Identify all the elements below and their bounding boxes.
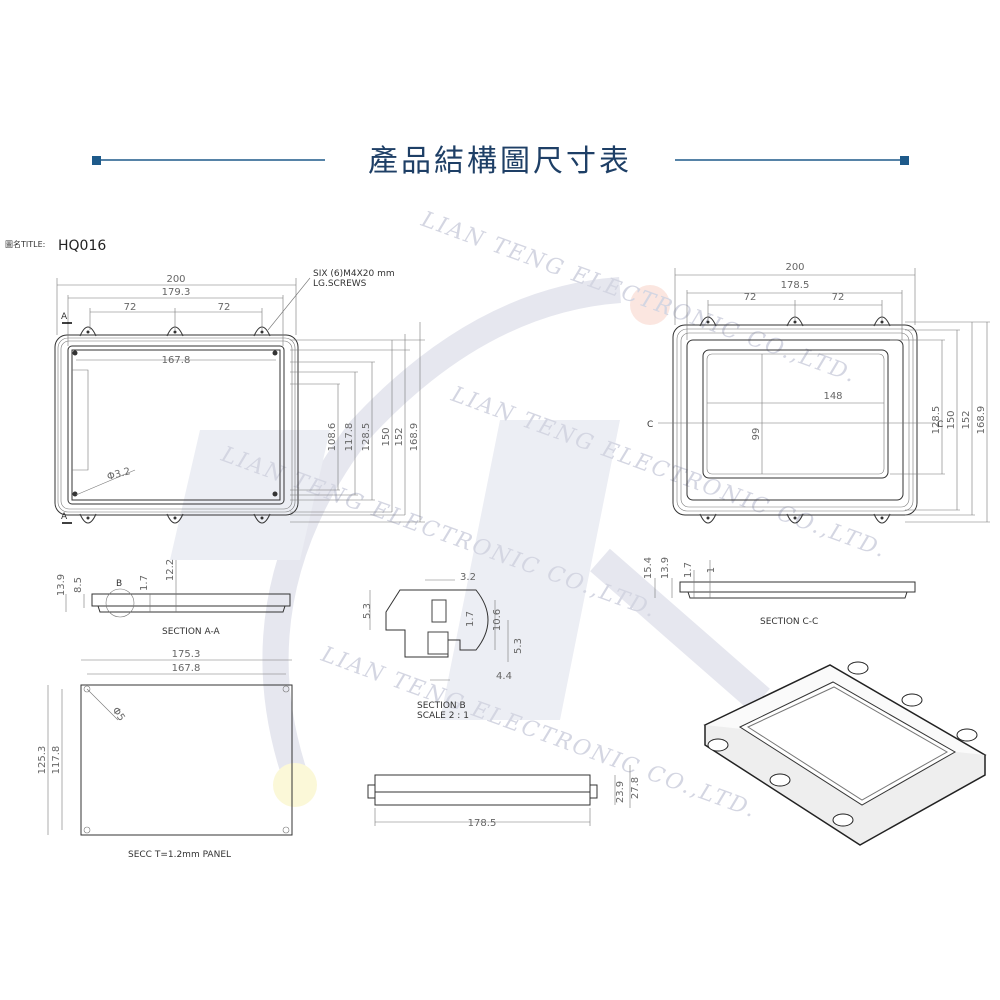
section-label: SECTION C-C	[760, 617, 818, 627]
section-mark: A	[61, 312, 68, 322]
dim-label: 3.2	[460, 572, 476, 583]
dim-label: 1.7	[465, 611, 476, 627]
dim-label: 5.3	[513, 638, 524, 654]
screw-note: SIX (6)M4X20 mm	[313, 269, 395, 279]
section-a-a: 13.9 8.5 B 1.7 12.2 SECTION A-A	[56, 559, 291, 637]
page-title: 產品結構圖尺寸表	[368, 144, 632, 179]
dim-label: 128.5	[361, 423, 372, 452]
top-view: 200 179.3 72 72 167.8 108.6 117.8 128.5 …	[54, 269, 425, 524]
dim-label: 150	[381, 427, 392, 446]
dim-label: 200	[785, 262, 804, 273]
screw-note: LG.SCREWS	[313, 279, 367, 289]
dim-label: 152	[961, 410, 972, 429]
dim-label: 200	[166, 274, 185, 285]
dim-label: 167.8	[162, 355, 191, 366]
dim-label: 8.5	[73, 577, 84, 593]
section-label: SECTION A-A	[162, 627, 221, 637]
section-mark: A	[61, 512, 68, 522]
hole-dim: Φ5	[110, 705, 127, 723]
isometric-view	[703, 661, 987, 846]
dim-label: 178.5	[468, 818, 497, 829]
dim-label: 99	[751, 428, 762, 441]
hole-dim: Φ3.2	[106, 466, 132, 483]
page-header: 產品結構圖尺寸表	[92, 144, 909, 179]
scale-label: SCALE 2 : 1	[417, 711, 469, 721]
dim-label: 13.9	[56, 574, 67, 596]
section-c-c: 15.4 13.9 1.7 1 SECTION C-C	[643, 557, 916, 627]
dim-label: 10.6	[492, 609, 503, 631]
section-mark: C	[647, 420, 653, 430]
dim-label: 168.9	[976, 406, 987, 435]
dim-label: 117.8	[344, 423, 355, 452]
dim-label: 13.9	[660, 557, 671, 579]
dim-label: 1.7	[683, 562, 694, 578]
dim-label: 1	[706, 567, 717, 573]
dim-label: 175.3	[172, 649, 201, 660]
side-view: 178.5 23.9 27.8	[367, 765, 641, 829]
section-label: SECTION B	[417, 701, 466, 711]
dim-label: 72	[832, 292, 845, 303]
title-label: 圖名TITLE:	[5, 239, 45, 249]
dim-label: 150	[946, 410, 957, 429]
detail-mark: B	[116, 579, 122, 589]
dim-label: 23.9	[615, 781, 626, 803]
dim-label: 72	[124, 302, 137, 313]
dim-label: 1.7	[139, 575, 150, 591]
section-b: 3.2 5.3 1.7 10.6 5.3 4.4 SECTION B SCALE…	[362, 572, 524, 721]
panel-label: SECC T=1.2mm PANEL	[128, 850, 231, 860]
lid-view: 200 178.5 72 72 148 99 128.5 150 152 168…	[647, 262, 990, 524]
dim-label: 117.8	[51, 746, 62, 775]
dim-label: 148	[823, 391, 842, 402]
title-bullet-left	[92, 156, 101, 165]
section-mark: C	[937, 420, 943, 430]
dim-label: 167.8	[172, 663, 201, 674]
dim-label: 15.4	[643, 557, 654, 579]
dim-label: 4.4	[496, 671, 512, 682]
dim-label: 12.2	[165, 559, 176, 581]
title-bullet-right	[900, 156, 909, 165]
dim-label: 179.3	[162, 287, 191, 298]
dim-label: 152	[394, 427, 405, 446]
dim-label: 168.9	[409, 423, 420, 452]
dim-label: 128.5	[931, 406, 942, 435]
dim-label: 108.6	[327, 423, 338, 452]
dim-label: 72	[218, 302, 231, 313]
watermark-text: LIAN TENG ELECTRONIC CO.,LTD.	[417, 207, 860, 389]
dim-label: 178.5	[781, 280, 810, 291]
dim-label: 27.8	[630, 777, 641, 799]
model-name: HQ016	[58, 238, 106, 254]
panel-view: 175.3 167.8 125.3 117.8 Φ5 SECC T=1.2mm …	[37, 649, 293, 860]
dim-label: 5.3	[362, 603, 373, 619]
dim-label: 72	[744, 292, 757, 303]
dim-label: 125.3	[37, 746, 48, 775]
